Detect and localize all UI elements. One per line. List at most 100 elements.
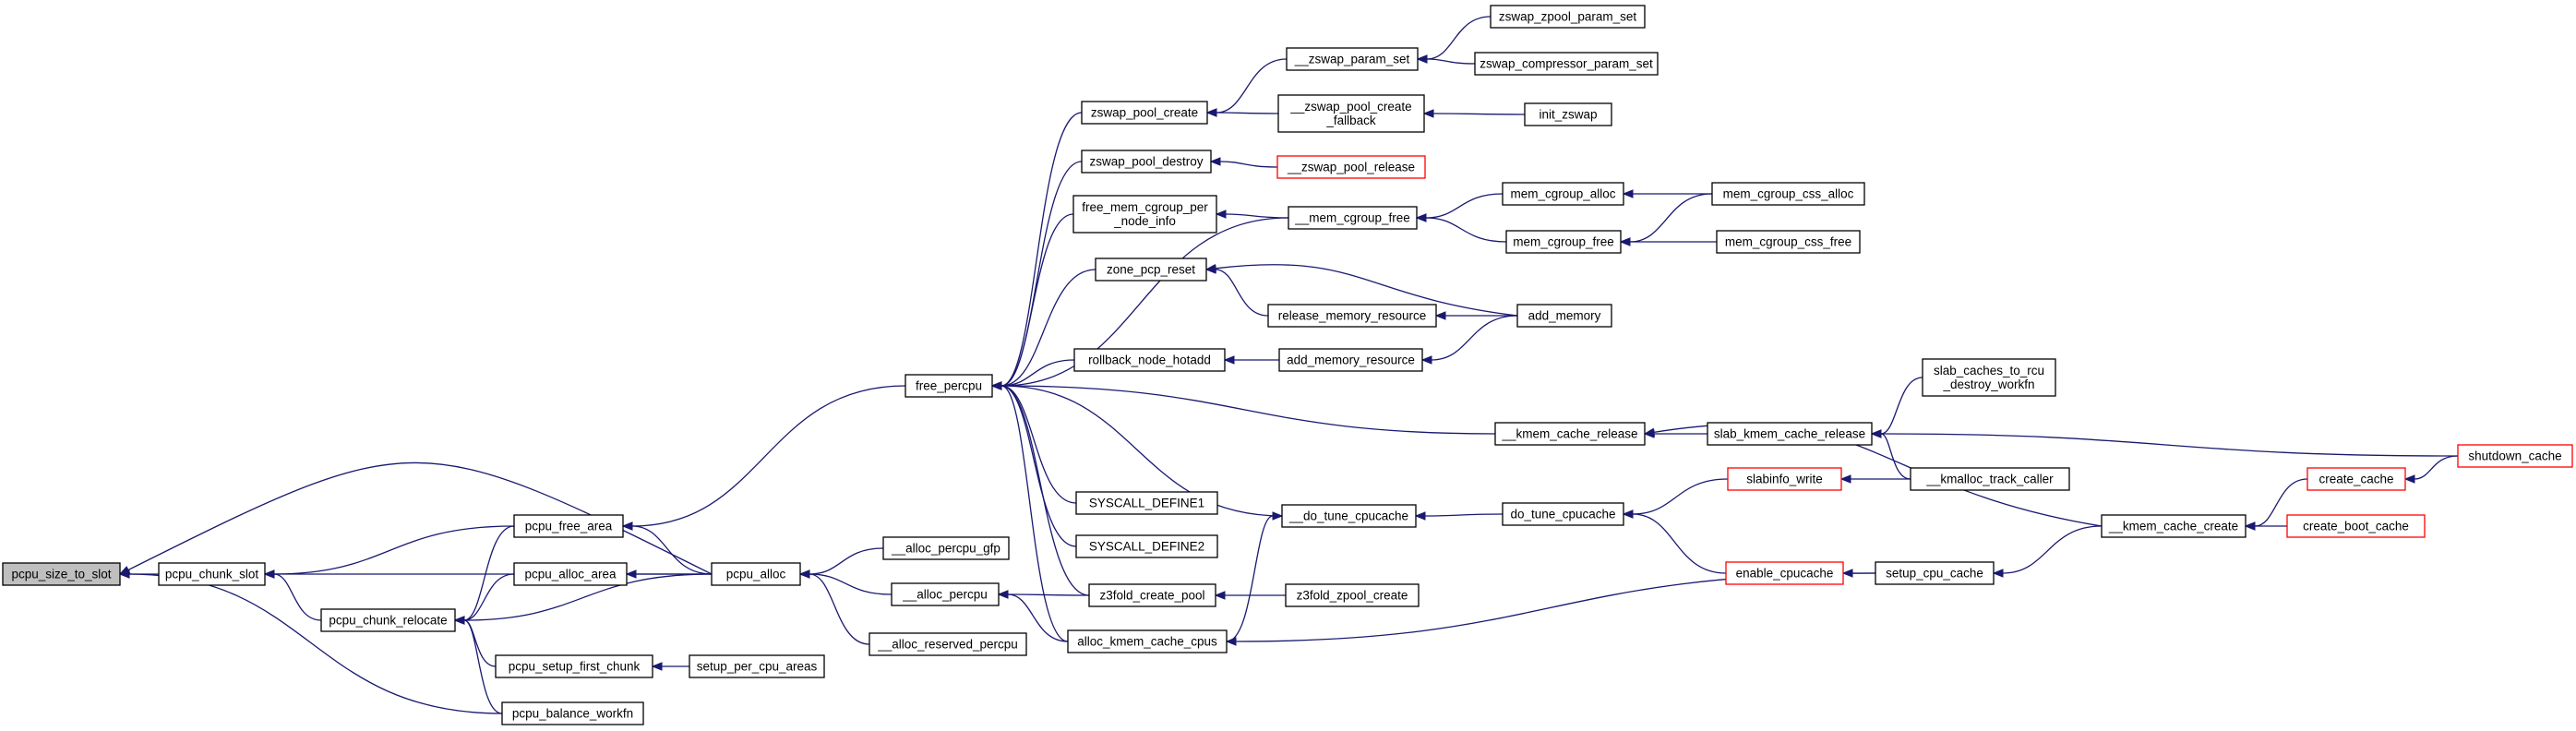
node-label: z3fold_create_pool [1099, 589, 1204, 603]
node-box [1067, 629, 1228, 653]
node-box [1524, 102, 1612, 126]
node-slab-kmem-cache-release[interactable]: slab_kmem_cache_release [1707, 422, 1873, 446]
node-pcpu-chunk-relocate[interactable]: pcpu_chunk_relocate [320, 608, 456, 632]
node-rollback-node-hotadd[interactable]: rollback_node_hotadd [1073, 348, 1226, 372]
node-setup-cpu-cache[interactable]: setup_cpu_cache [1875, 561, 1995, 585]
edge-do-tune-cpucache-to-do-tune-cpucache [1424, 513, 1504, 517]
edge-arrowhead [453, 616, 465, 625]
node-box [320, 608, 456, 632]
node-pcpu-balance-workfn[interactable]: pcpu_balance_workfn [501, 701, 644, 725]
node-label: setup_cpu_cache [1886, 567, 1983, 581]
node-mem-cgroup-alloc[interactable]: mem_cgroup_alloc [1502, 182, 1624, 206]
node-zone-pcp-reset[interactable]: zone_pcp_reset [1095, 258, 1207, 282]
node-add-memory[interactable]: add_memory [1516, 304, 1612, 328]
edge-arrowhead [1992, 569, 2004, 578]
node-pcpu-alloc-area[interactable]: pcpu_alloc_area [513, 562, 628, 586]
node-slab-caches-to-rcu-destroy-workfn[interactable]: slab_caches_to_rcu_destroy_workfn [1922, 358, 2056, 397]
node-zswap-pool-destroy[interactable]: zswap_pool_destroy [1081, 150, 1212, 174]
node-pcpu-chunk-slot[interactable]: pcpu_chunk_slot [158, 562, 266, 586]
node-create-cache[interactable]: create_cache [2306, 467, 2406, 491]
node-z3fold-zpool-create[interactable]: z3fold_zpool_create [1285, 583, 1420, 607]
node-add-memory-resource[interactable]: add_memory_resource [1278, 348, 1423, 372]
edges-layer [118, 16, 2459, 714]
node-do-tune-cpucache[interactable]: __do_tune_cpucache [1281, 504, 1417, 528]
node-alloc-percpu[interactable]: __alloc_percpu [891, 582, 1000, 606]
node-label: __alloc_reserved_percpu [877, 638, 1018, 652]
node-mem-cgroup-css-free[interactable]: mem_cgroup_css_free [1716, 230, 1861, 254]
node-box [2, 562, 121, 586]
edge-pcpu-free-area-to-pcpu-chunk-slot [273, 525, 515, 575]
node-mem-cgroup-free[interactable]: mem_cgroup_free [1505, 230, 1622, 254]
node-zswap-param-set[interactable]: __zswap_param_set [1286, 47, 1419, 71]
edge-pcpu-free-area-to-pcpu-chunk-relocate [463, 525, 515, 621]
node-label: pcpu_alloc [726, 568, 786, 581]
node-box [1088, 583, 1216, 607]
node-mem-cgroup-free[interactable]: __mem_cgroup_free [1288, 206, 1418, 230]
node-enable-cpucache[interactable]: enable_cpucache [1725, 561, 1844, 585]
edge-arrowhead [1214, 591, 1226, 600]
node-kmalloc-track-caller[interactable]: __kmalloc_track_caller [1910, 467, 2070, 491]
edge-alloc-kmem-cache-cpus-to-alloc-percpu [1007, 593, 1069, 642]
node-setup-per-cpu-areas[interactable]: setup_per_cpu_areas [689, 654, 825, 678]
node-zswap-zpool-param-set[interactable]: zswap_zpool_param_set [1490, 5, 1646, 29]
nodes-layer: pcpu_size_to_slot pcpu_chunk_slot pcpu_chu… [2, 5, 2573, 725]
node-z3fold-create-pool[interactable]: z3fold_create_pool [1088, 583, 1216, 607]
edge-create-cache-to-kmem-cache-create [2254, 478, 2308, 527]
node-box [711, 562, 801, 586]
edge-alloc-kmem-cache-cpus-to-free-percpu [1000, 385, 1069, 642]
node-label: __kmem_cache_create [2108, 520, 2238, 533]
node-label: slab_caches_to_rcu [1934, 364, 2044, 377]
node-box [1281, 504, 1417, 528]
node-label: _destroy_workfn [1942, 377, 2034, 391]
node-shutdown-cache[interactable]: shutdown_cache [2457, 444, 2573, 468]
edge-alloc-kmem-cache-cpus-to-do-tune-cpucache [1226, 515, 1274, 642]
node-SYSCALL-DEFINE1[interactable]: SYSCALL_DEFINE1 [1075, 491, 1218, 515]
node-release-memory-resource[interactable]: release_memory_resource [1267, 304, 1437, 328]
node-box [1711, 182, 1865, 206]
node-zswap-pool-create[interactable]: zswap_pool_create [1081, 101, 1208, 125]
node-label: rollback_node_hotadd [1088, 354, 1211, 367]
node-zswap-pool-release[interactable]: __zswap_pool_release [1276, 155, 1426, 179]
node-label: free_mem_cgroup_per [1082, 200, 1208, 214]
node-label: __zswap_pool_release [1287, 161, 1415, 174]
edge-pcpu-chunk-relocate-to-pcpu-chunk-slot [273, 573, 322, 621]
node-pcpu-free-area[interactable]: pcpu_free_area [513, 514, 624, 538]
node-alloc-reserved-percpu[interactable]: __alloc_reserved_percpu [869, 632, 1027, 656]
node-alloc-percpu-gfp[interactable]: __alloc_percpu_gfp [882, 536, 1010, 560]
node-kmem-cache-release[interactable]: __kmem_cache_release [1494, 422, 1646, 446]
node-box [1095, 258, 1207, 282]
node-label: SYSCALL_DEFINE1 [1089, 497, 1204, 510]
edge-arrowhead [798, 569, 810, 579]
node-zswap-compressor-param-set[interactable]: zswap_compressor_param_set [1474, 52, 1659, 76]
node-free-mem-cgroup-per-node-info[interactable]: free_mem_cgroup_per_node_info [1072, 195, 1217, 234]
edge-kmem-cache-release-to-free-percpu [1000, 385, 1496, 435]
node-pcpu-size-to-slot[interactable]: pcpu_size_to_slot [2, 562, 121, 586]
edge-pcpu-balance-workfn-to-pcpu-size-to-slot [128, 573, 503, 714]
node-free-percpu[interactable]: free_percpu [905, 374, 993, 398]
edge-pcpu-alloc-to-pcpu-size-to-slot [127, 461, 713, 575]
node-label: pcpu_chunk_slot [165, 568, 259, 581]
node-mem-cgroup-css-alloc[interactable]: mem_cgroup_css_alloc [1711, 182, 1865, 206]
node-box [1727, 467, 1842, 491]
node-box [1267, 304, 1437, 328]
node-do-tune-cpucache[interactable]: do_tune_cpucache [1502, 502, 1624, 526]
node-alloc-kmem-cache-cpus[interactable]: alloc_kmem_cache_cpus [1067, 629, 1228, 653]
node-init-zswap[interactable]: init_zswap [1524, 102, 1612, 126]
node-pcpu-setup-first-chunk[interactable]: pcpu_setup_first_chunk [495, 654, 653, 678]
node-box [1490, 5, 1646, 29]
node-slabinfo-write[interactable]: slabinfo_write [1727, 467, 1842, 491]
node-box [689, 654, 825, 678]
node-zswap-pool-create-fallback[interactable]: __zswap_pool_create_fallback [1277, 94, 1425, 133]
node-box [1073, 348, 1226, 372]
node-label: add_memory [1528, 309, 1601, 323]
node-kmem-cache-create[interactable]: __kmem_cache_create [2101, 514, 2247, 538]
edge-arrowhead [625, 569, 637, 579]
node-label: pcpu_chunk_relocate [329, 614, 447, 628]
edge-arrowhead [1223, 355, 1235, 365]
node-pcpu-alloc[interactable]: pcpu_alloc [711, 562, 801, 586]
node-label: mem_cgroup_css_free [1725, 235, 1851, 249]
edge-SYSCALL-DEFINE2-to-free-percpu [1000, 385, 1077, 547]
node-create-boot-cache[interactable]: create_boot_cache [2286, 514, 2426, 538]
edge-arrowhead [990, 381, 1002, 390]
node-SYSCALL-DEFINE2[interactable]: SYSCALL_DEFINE2 [1075, 534, 1218, 558]
